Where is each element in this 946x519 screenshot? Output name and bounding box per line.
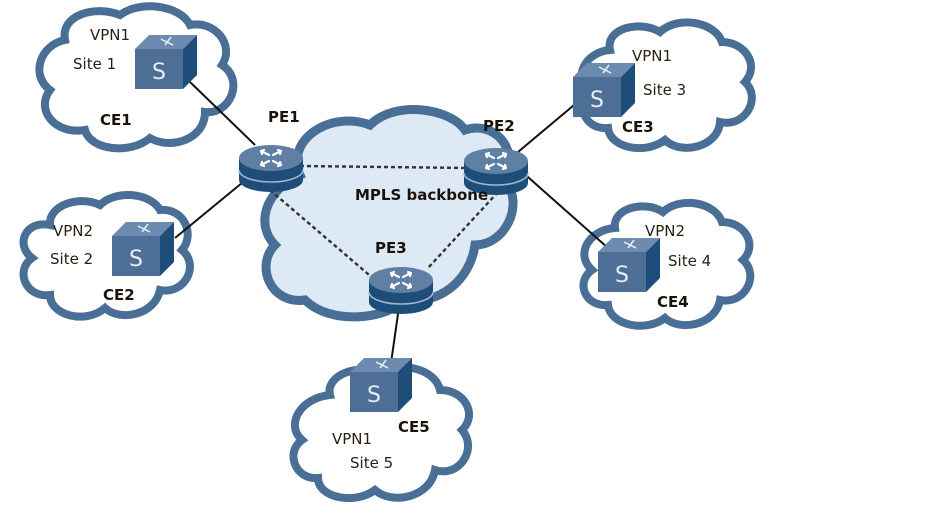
ce4-label: CE4 xyxy=(657,293,689,311)
switch-icon-ce2[interactable]: S xyxy=(111,221,175,277)
router-icon-pe1[interactable] xyxy=(237,143,305,194)
site-label-site1: Site 1 xyxy=(73,55,116,73)
switch-glyph: S xyxy=(615,263,629,288)
link-ce3-pe2 xyxy=(517,99,581,153)
link-ce1-pe1 xyxy=(189,81,256,146)
mpls-backbone-cloud xyxy=(260,105,518,322)
switch-glyph: S xyxy=(152,60,166,85)
backbone-link-pe1-pe3 xyxy=(269,189,376,281)
pe3-label: PE3 xyxy=(375,239,407,257)
switch-glyph: S xyxy=(129,247,143,272)
pe2-label: PE2 xyxy=(483,117,515,135)
switch-glyph: S xyxy=(367,383,381,408)
switch-icon-ce1[interactable]: S xyxy=(134,34,198,90)
vpn-label-site4: VPN2 xyxy=(645,222,685,240)
ce3-label: CE3 xyxy=(622,118,654,136)
site-label-site3: Site 3 xyxy=(643,81,686,99)
link-ce2-pe1 xyxy=(174,177,249,239)
switch-icon-ce3[interactable]: S xyxy=(572,62,636,118)
vpn-label-site1: VPN1 xyxy=(90,26,130,44)
site-cloud-ce4 xyxy=(579,199,755,330)
backbone-link-pe1-pe2 xyxy=(299,164,469,170)
vpn-label-site3: VPN1 xyxy=(632,47,672,65)
vpn-label-site5: VPN1 xyxy=(332,430,372,448)
ce5-label: CE5 xyxy=(398,418,430,436)
vpn-label-site2: VPN2 xyxy=(53,222,93,240)
ce2-label: CE2 xyxy=(103,286,135,304)
switch-glyph: S xyxy=(590,88,604,113)
switch-icon-ce5[interactable]: S xyxy=(349,357,413,413)
ce1-label: CE1 xyxy=(100,111,132,129)
router-icon-pe3[interactable] xyxy=(367,265,435,316)
site-label-site2: Site 2 xyxy=(50,250,93,268)
site-label-site5: Site 5 xyxy=(350,454,393,472)
switch-icon-ce4[interactable]: S xyxy=(597,237,661,293)
backbone-label: MPLS backbone xyxy=(355,186,488,204)
site-label-site4: Site 4 xyxy=(668,252,711,270)
link-ce4-pe2 xyxy=(519,169,609,249)
backbone-link-pe2-pe3 xyxy=(427,191,499,269)
pe1-label: PE1 xyxy=(268,108,300,126)
